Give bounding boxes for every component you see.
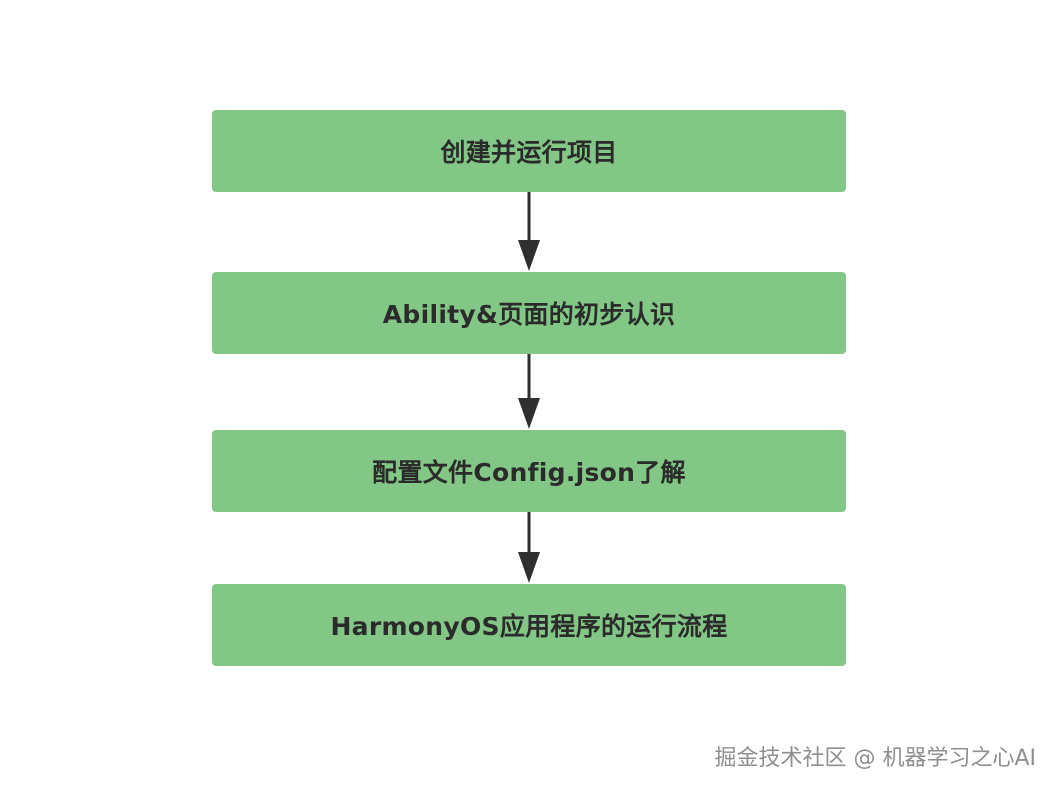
flow-step-ability-pages: Ability&页面的初步认识	[212, 272, 846, 354]
flow-step-label: 创建并运行项目	[440, 138, 618, 167]
flow-step-create-run-project: 创建并运行项目	[212, 110, 846, 192]
watermark-text: 掘金技术社区 @ 机器学习之心AI	[714, 746, 1036, 771]
flow-step-label: 配置文件Config.json了解	[372, 458, 686, 487]
flow-step-label: HarmonyOS应用程序的运行流程	[330, 612, 728, 641]
flow-step-harmonyos-run-flow: HarmonyOS应用程序的运行流程	[212, 584, 846, 666]
flow-step-label: Ability&页面的初步认识	[382, 300, 676, 329]
flow-step-config-json: 配置文件Config.json了解	[212, 430, 846, 512]
